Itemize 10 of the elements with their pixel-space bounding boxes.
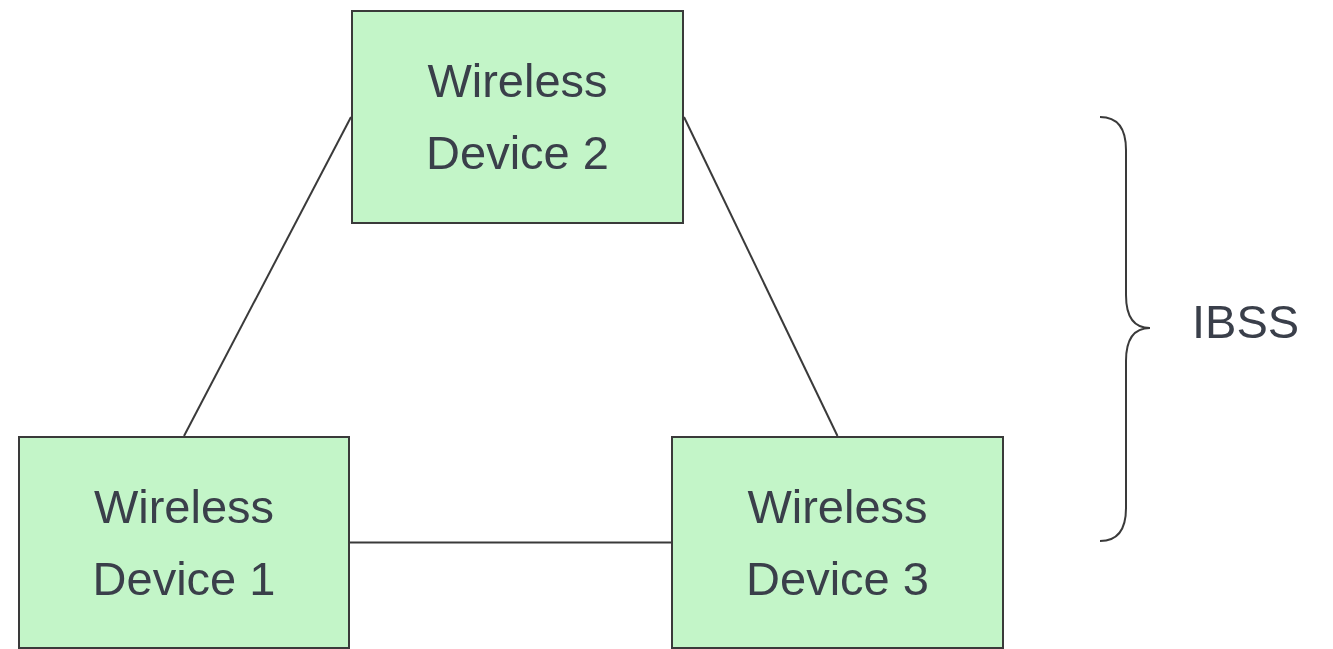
connector-line [349,541,672,544]
device-label: Wireless Device 3 [745,478,930,607]
device-box [351,10,684,224]
group-label: IBSS [1192,294,1300,349]
connector-line [183,116,352,437]
connector-line [683,116,839,437]
device-box [18,436,350,649]
device-label: Wireless Device 2 [425,53,610,181]
device-label: Wireless Device 1 [91,478,277,607]
device-box [671,436,1004,649]
